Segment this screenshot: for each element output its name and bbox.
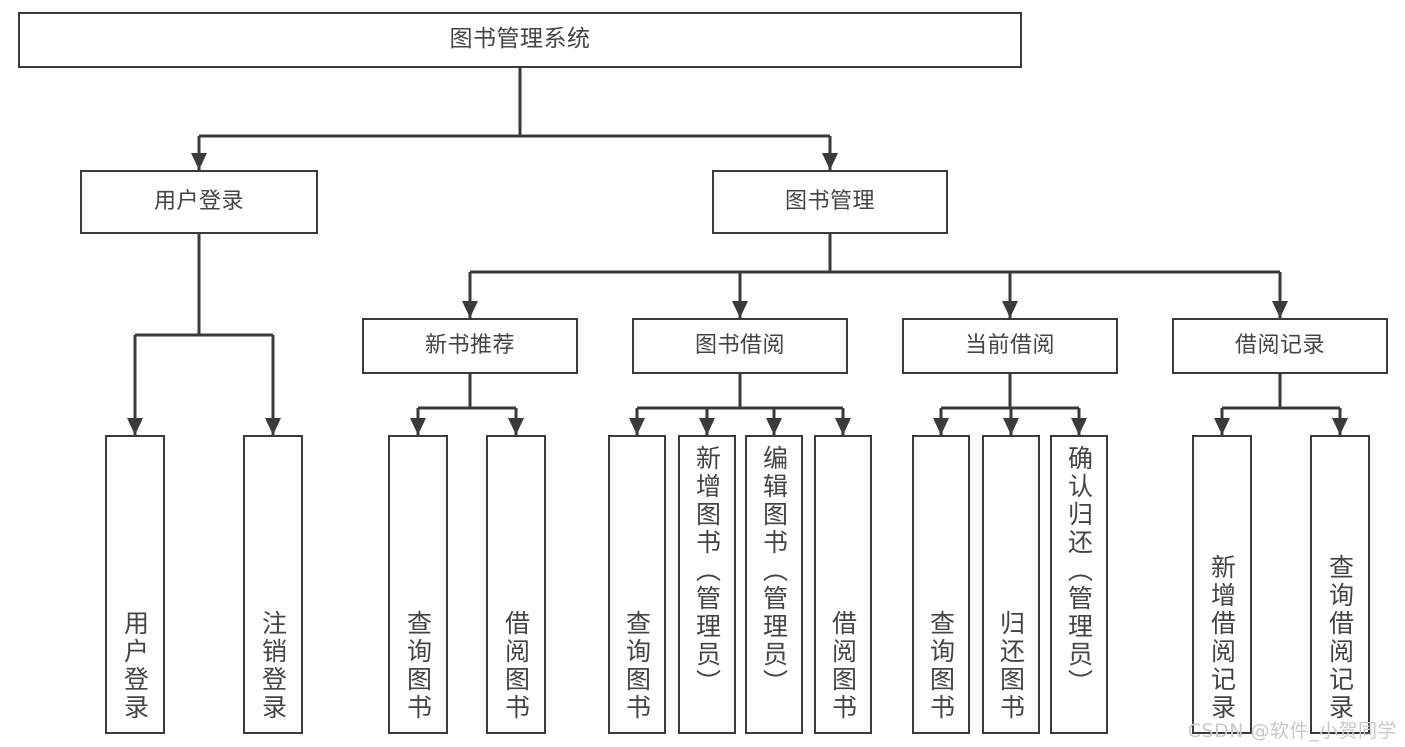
arrowhead xyxy=(1214,418,1230,435)
node-label-leaf-edit-book: 编辑图书（管理员） xyxy=(759,445,789,697)
arrowhead xyxy=(1003,418,1019,435)
node-borrow-record[interactable]: 借阅记录 xyxy=(1172,318,1388,374)
arrowhead xyxy=(191,153,207,170)
arrowhead xyxy=(835,418,851,435)
node-leaf-add-record[interactable]: 新增借阅记录 xyxy=(1192,435,1252,734)
node-label-leaf-borrow-book-1: 借阅图书 xyxy=(501,610,531,722)
node-leaf-logout[interactable]: 注销登录 xyxy=(243,435,303,734)
arrowhead xyxy=(1272,301,1288,318)
node-label-borrow-record: 借阅记录 xyxy=(1234,333,1325,359)
node-label-leaf-user-login: 用户登录 xyxy=(120,610,150,722)
arrowhead xyxy=(629,418,645,435)
arrowhead xyxy=(1071,418,1087,435)
node-leaf-query-book-1[interactable]: 查询图书 xyxy=(388,435,448,734)
node-label-leaf-logout: 注销登录 xyxy=(258,610,288,722)
node-root[interactable]: 图书管理系统 xyxy=(18,12,1022,68)
arrowhead xyxy=(732,301,748,318)
arrowhead xyxy=(766,418,782,435)
arrowhead xyxy=(508,418,524,435)
arrowhead xyxy=(410,418,426,435)
arrowhead xyxy=(822,153,838,170)
node-leaf-borrow-book-2[interactable]: 借阅图书 xyxy=(814,435,872,734)
node-label-book-borrow: 图书借阅 xyxy=(694,333,785,359)
node-label-leaf-query-book-2: 查询图书 xyxy=(622,610,652,722)
node-book-borrow[interactable]: 图书借阅 xyxy=(632,318,848,374)
node-label-root: 图书管理系统 xyxy=(449,26,591,53)
node-leaf-return-book[interactable]: 归还图书 xyxy=(982,435,1040,734)
node-leaf-query-book-2[interactable]: 查询图书 xyxy=(608,435,666,734)
node-label-leaf-add-record: 新增借阅记录 xyxy=(1207,554,1237,722)
arrowhead xyxy=(265,418,281,435)
node-book-manage[interactable]: 图书管理 xyxy=(712,170,948,234)
node-label-leaf-add-book: 新增图书（管理员） xyxy=(692,445,722,697)
node-user-login[interactable]: 用户登录 xyxy=(80,170,318,234)
arrowhead xyxy=(1332,418,1348,435)
node-label-leaf-query-book-3: 查询图书 xyxy=(926,610,956,722)
node-label-leaf-query-record: 查询借阅记录 xyxy=(1325,554,1355,722)
node-leaf-query-book-3[interactable]: 查询图书 xyxy=(912,435,970,734)
csdn-watermark: CSDN @软件_小贺同学 xyxy=(1187,720,1397,742)
node-leaf-user-login[interactable]: 用户登录 xyxy=(105,435,165,734)
node-label-leaf-borrow-book-2: 借阅图书 xyxy=(828,610,858,722)
node-label-leaf-query-book-1: 查询图书 xyxy=(403,610,433,722)
node-label-new-book-recommend: 新书推荐 xyxy=(424,333,515,359)
node-leaf-edit-book[interactable]: 编辑图书（管理员） xyxy=(745,435,803,734)
node-label-user-login: 用户登录 xyxy=(153,189,244,215)
arrowhead xyxy=(462,301,478,318)
arrowhead xyxy=(127,418,143,435)
node-label-leaf-return-book: 归还图书 xyxy=(996,610,1026,722)
node-current-borrow[interactable]: 当前借阅 xyxy=(902,318,1118,374)
node-label-current-borrow: 当前借阅 xyxy=(964,333,1055,359)
node-new-book-recommend[interactable]: 新书推荐 xyxy=(362,318,578,374)
node-label-book-manage: 图书管理 xyxy=(784,189,875,215)
node-leaf-borrow-book-1[interactable]: 借阅图书 xyxy=(486,435,546,734)
node-leaf-confirm-return[interactable]: 确认归还（管理员） xyxy=(1050,435,1108,734)
arrowhead xyxy=(699,418,715,435)
node-label-leaf-confirm-return: 确认归还（管理员） xyxy=(1064,445,1094,697)
node-leaf-add-book[interactable]: 新增图书（管理员） xyxy=(678,435,736,734)
arrowhead xyxy=(933,418,949,435)
node-leaf-query-record[interactable]: 查询借阅记录 xyxy=(1310,435,1370,734)
arrowhead xyxy=(1002,301,1018,318)
